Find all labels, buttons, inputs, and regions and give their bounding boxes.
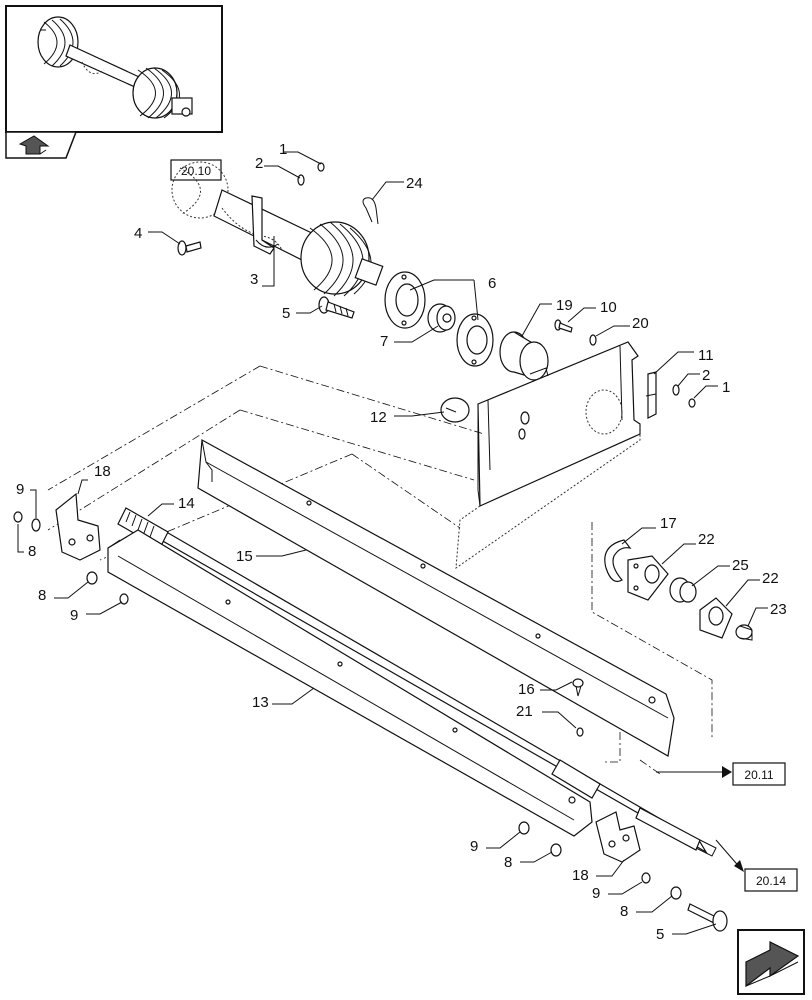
callout-21: 21 bbox=[516, 703, 533, 720]
callout-11: 11 bbox=[698, 347, 714, 364]
washer-2-right bbox=[672, 384, 680, 396]
callout-18-left: 18 bbox=[94, 463, 111, 480]
callout-22-upper: 22 bbox=[698, 531, 715, 548]
side-frame-panel bbox=[455, 341, 641, 570]
flange-22-upper bbox=[627, 555, 669, 601]
flange-6-rear bbox=[456, 313, 494, 367]
previous-page-button[interactable] bbox=[5, 131, 78, 159]
washer-8-right bbox=[670, 886, 682, 900]
ref-label-20-11: 20.11 bbox=[744, 768, 773, 782]
collar-19 bbox=[499, 331, 549, 381]
callout-22-lower: 22 bbox=[762, 570, 779, 587]
ref-box-20-10[interactable]: 20.10 bbox=[170, 159, 222, 181]
callout-13: 13 bbox=[252, 694, 269, 711]
callout-10: 10 bbox=[600, 299, 617, 316]
washer-8-mid bbox=[550, 843, 562, 857]
nut-9-mid bbox=[518, 821, 530, 835]
bolt-10 bbox=[554, 319, 573, 333]
callout-1: 1 bbox=[279, 141, 287, 158]
flange-6-front bbox=[384, 271, 426, 329]
callout-8-right: 8 bbox=[620, 903, 628, 920]
ref-label-20-14: 20.14 bbox=[756, 874, 786, 888]
callout-1-right: 1 bbox=[722, 379, 730, 396]
washer-21 bbox=[576, 727, 584, 737]
nut-9-lower bbox=[119, 593, 129, 605]
washer-8-left bbox=[31, 518, 41, 532]
bearing-25 bbox=[669, 577, 697, 603]
callout-labels: 1 2 24 4 3 6 5 19 10 20 7 11 2 1 12 9 18… bbox=[16, 141, 787, 943]
bolt-16 bbox=[572, 678, 584, 697]
snap-ring-17 bbox=[604, 539, 632, 583]
pin-1-top bbox=[317, 162, 325, 172]
callout-24: 24 bbox=[406, 175, 423, 192]
boundary-lines bbox=[47, 365, 744, 872]
callout-14: 14 bbox=[178, 495, 195, 512]
callout-16: 16 bbox=[518, 681, 535, 698]
spring-clip-24 bbox=[362, 197, 379, 225]
callout-15: 15 bbox=[236, 548, 253, 565]
pto-driveshaft-assembly bbox=[171, 161, 384, 297]
callout-9-mid: 9 bbox=[470, 838, 478, 855]
callout-8-mid: 8 bbox=[504, 854, 512, 871]
callout-8-upper-left: 8 bbox=[28, 543, 36, 560]
callout-23: 23 bbox=[770, 601, 787, 618]
callout-5-lower: 5 bbox=[656, 926, 664, 943]
nut-9-left bbox=[13, 511, 23, 523]
ref-box-20-11[interactable]: 20.11 bbox=[732, 762, 786, 786]
callout-25: 25 bbox=[732, 557, 749, 574]
shaft-14 bbox=[117, 507, 717, 857]
callout-9-upper-left: 9 bbox=[16, 481, 24, 498]
ref-label-20-10: 20.10 bbox=[181, 164, 211, 178]
callout-3: 3 bbox=[250, 271, 258, 288]
callout-4: 4 bbox=[134, 225, 142, 242]
washer-8-lower bbox=[86, 571, 98, 585]
callout-20: 20 bbox=[632, 315, 649, 332]
callout-9-right: 9 bbox=[592, 885, 600, 902]
previous-page-arrow-icon bbox=[18, 135, 50, 155]
next-page-button[interactable] bbox=[737, 929, 805, 995]
leader-lines bbox=[17, 151, 768, 935]
channel-13 bbox=[107, 529, 593, 837]
ref-box-20-14[interactable]: 20.14 bbox=[744, 868, 798, 892]
guard-bellows bbox=[300, 221, 372, 297]
callout-2-right: 2 bbox=[702, 367, 710, 384]
callout-2: 2 bbox=[255, 155, 263, 172]
bracket-18-left bbox=[55, 492, 101, 561]
washer-2-top bbox=[297, 174, 305, 186]
bushing-23 bbox=[735, 624, 753, 641]
bearing-7 bbox=[427, 303, 456, 333]
callout-12: 12 bbox=[370, 409, 387, 426]
callout-18-right: 18 bbox=[572, 867, 589, 884]
overview-thumbnail[interactable] bbox=[5, 5, 223, 133]
flange-22-lower bbox=[699, 597, 733, 639]
channel-15 bbox=[197, 439, 675, 757]
pto-driveshaft-thumbnail-icon bbox=[37, 16, 193, 119]
bracket-18-right bbox=[595, 811, 641, 863]
pin-1-right bbox=[688, 398, 696, 408]
bolt-4 bbox=[177, 240, 202, 256]
callout-5: 5 bbox=[282, 305, 290, 322]
callout-19: 19 bbox=[556, 297, 573, 314]
callout-9-lower-left: 9 bbox=[70, 607, 78, 624]
washer-20 bbox=[589, 334, 597, 346]
nut-9-right bbox=[641, 872, 651, 884]
bolt-5-top bbox=[318, 296, 355, 319]
bracket-11 bbox=[645, 371, 657, 419]
cover-12 bbox=[440, 397, 470, 423]
callout-7: 7 bbox=[380, 333, 388, 350]
callout-6: 6 bbox=[488, 275, 496, 292]
callout-17: 17 bbox=[660, 515, 677, 532]
next-page-arrow-icon bbox=[745, 941, 800, 988]
callout-8-lower-left: 8 bbox=[38, 587, 46, 604]
